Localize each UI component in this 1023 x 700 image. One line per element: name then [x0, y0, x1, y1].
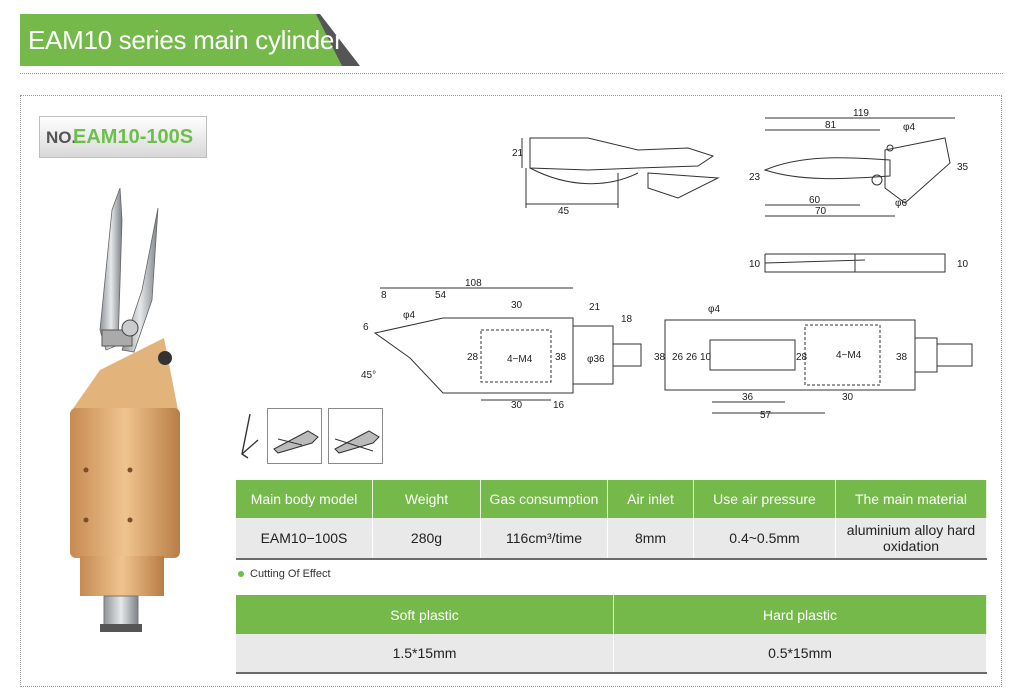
- spec-cell: 8mm: [607, 518, 694, 560]
- dim-body-right-f: 38: [896, 352, 908, 363]
- dim-blade-top-h: 21: [512, 148, 524, 159]
- model-code: EAM10-100S: [73, 126, 194, 148]
- dim-body-left-e: 18: [621, 314, 633, 325]
- dim-body-right-d: 10: [700, 352, 712, 363]
- spec-table: Main body model Weight Gas consumption A…: [236, 480, 987, 560]
- body-left-view-drawing: 108 8 54 30 21 18 6 φ4 28 4−M4 38 φ36 45…: [361, 278, 642, 411]
- spec-header-row: Main body model Weight Gas consumption A…: [236, 480, 987, 518]
- effect-header: Soft plastic: [236, 595, 614, 634]
- effect-header-row: Soft plastic Hard plastic: [236, 595, 987, 634]
- blade-side-view-drawing: 10 10: [749, 253, 969, 273]
- cut-thumb-1: [267, 408, 322, 464]
- header-divider: [20, 73, 1003, 74]
- dim-blade-front-len: 119: [853, 108, 869, 119]
- effect-header: Hard plastic: [613, 595, 987, 634]
- spec-cell: 0.4~0.5mm: [693, 518, 836, 560]
- spec-cell: aluminium alloy hard oxidation: [835, 518, 987, 560]
- dim-body-left-angle: 45°: [361, 370, 376, 381]
- spec-header: Main body model: [236, 480, 373, 518]
- section-header: EAM10 series main cylinder: [20, 14, 360, 66]
- table-row: 1.5*15mm 0.5*15mm: [236, 634, 987, 674]
- effect-table: Soft plastic Hard plastic 1.5*15mm 0.5*1…: [236, 595, 987, 674]
- spec-header: Use air pressure: [693, 480, 836, 518]
- dim-body-right-b: 26: [672, 352, 684, 363]
- dim-body-left-thread: 4−M4: [507, 354, 533, 365]
- dim-body-right-c: 26: [686, 352, 698, 363]
- blade-front-view-drawing: 119 81 φ4 23 35 60 70 φ6: [749, 108, 969, 217]
- dim-body-right-h: 30: [842, 392, 854, 403]
- table-row: EAM10−100S 280g 116cm³/time 8mm 0.4~0.5m…: [236, 518, 987, 560]
- product-image: [70, 187, 180, 632]
- blade-profile-icon: [241, 413, 259, 459]
- model-badge: NO. EAM10-100S: [39, 116, 207, 158]
- spec-header: Weight: [372, 480, 481, 518]
- spec-cell: 116cm³/time: [480, 518, 608, 560]
- dim-body-left-f: 6: [363, 322, 369, 333]
- spec-header: The main material: [835, 480, 987, 518]
- dim-blade-front-h: 23: [749, 172, 761, 183]
- dim-body-left-b: 54: [435, 290, 447, 301]
- dim-body-left-j: 30: [511, 400, 523, 411]
- effect-label-text: Cutting Of Effect: [250, 568, 331, 580]
- spec-header: Air inlet: [607, 480, 694, 518]
- model-prefix: NO.: [46, 128, 77, 147]
- spec-cell: 280g: [372, 518, 481, 560]
- dim-body-right-a: 38: [654, 352, 666, 363]
- spec-cell: EAM10−100S: [236, 518, 373, 560]
- dim-body-left-h: 38: [555, 352, 567, 363]
- dim-blade-front-r: 35: [957, 162, 969, 173]
- dim-body-left-d: 21: [589, 302, 601, 313]
- effect-section-label: Cutting Of Effect: [238, 568, 331, 580]
- dim-blade-top-w: 45: [558, 206, 570, 217]
- dim-blade-front-c: φ6: [895, 198, 907, 209]
- header-banner-shape: [20, 14, 360, 66]
- spec-header: Gas consumption: [480, 480, 608, 518]
- dim-body-right-hole: φ4: [708, 304, 720, 315]
- content-frame: [20, 95, 1002, 687]
- dim-body-left-len: 108: [465, 278, 482, 289]
- dim-body-right-g: 36: [742, 392, 754, 403]
- dim-blade-front-hole: φ4: [903, 122, 915, 133]
- dim-blade-side-l: 10: [749, 259, 761, 270]
- dim-body-right-e: 28: [796, 352, 808, 363]
- dim-blade-side-r: 10: [957, 259, 969, 270]
- effect-cell: 1.5*15mm: [236, 634, 614, 674]
- dim-blade-front-blade: 81: [825, 120, 837, 131]
- blade-top-view-drawing: 21 45: [512, 137, 720, 217]
- dim-blade-front-a: 60: [809, 195, 821, 206]
- cut-thumb-2: [328, 408, 383, 464]
- dim-body-right-i: 57: [760, 410, 772, 420]
- dim-body-left-a: 8: [381, 290, 387, 301]
- dim-body-left-g: 28: [467, 352, 479, 363]
- dim-body-left-k: 16: [553, 400, 565, 411]
- dim-blade-front-b: 70: [815, 206, 827, 217]
- page-title: EAM10 series main cylinder: [28, 25, 343, 55]
- dim-body-left-c: 30: [511, 300, 523, 311]
- bullet-icon: [238, 571, 244, 578]
- dim-body-left-i: φ36: [587, 354, 605, 365]
- effect-cell: 0.5*15mm: [613, 634, 987, 674]
- dim-body-left-hole: φ4: [403, 310, 415, 321]
- dim-body-right-thread: 4−M4: [836, 350, 862, 361]
- body-right-view-drawing: φ4 38 26 26 10 28 4−M4 38 36 30 57: [654, 304, 973, 420]
